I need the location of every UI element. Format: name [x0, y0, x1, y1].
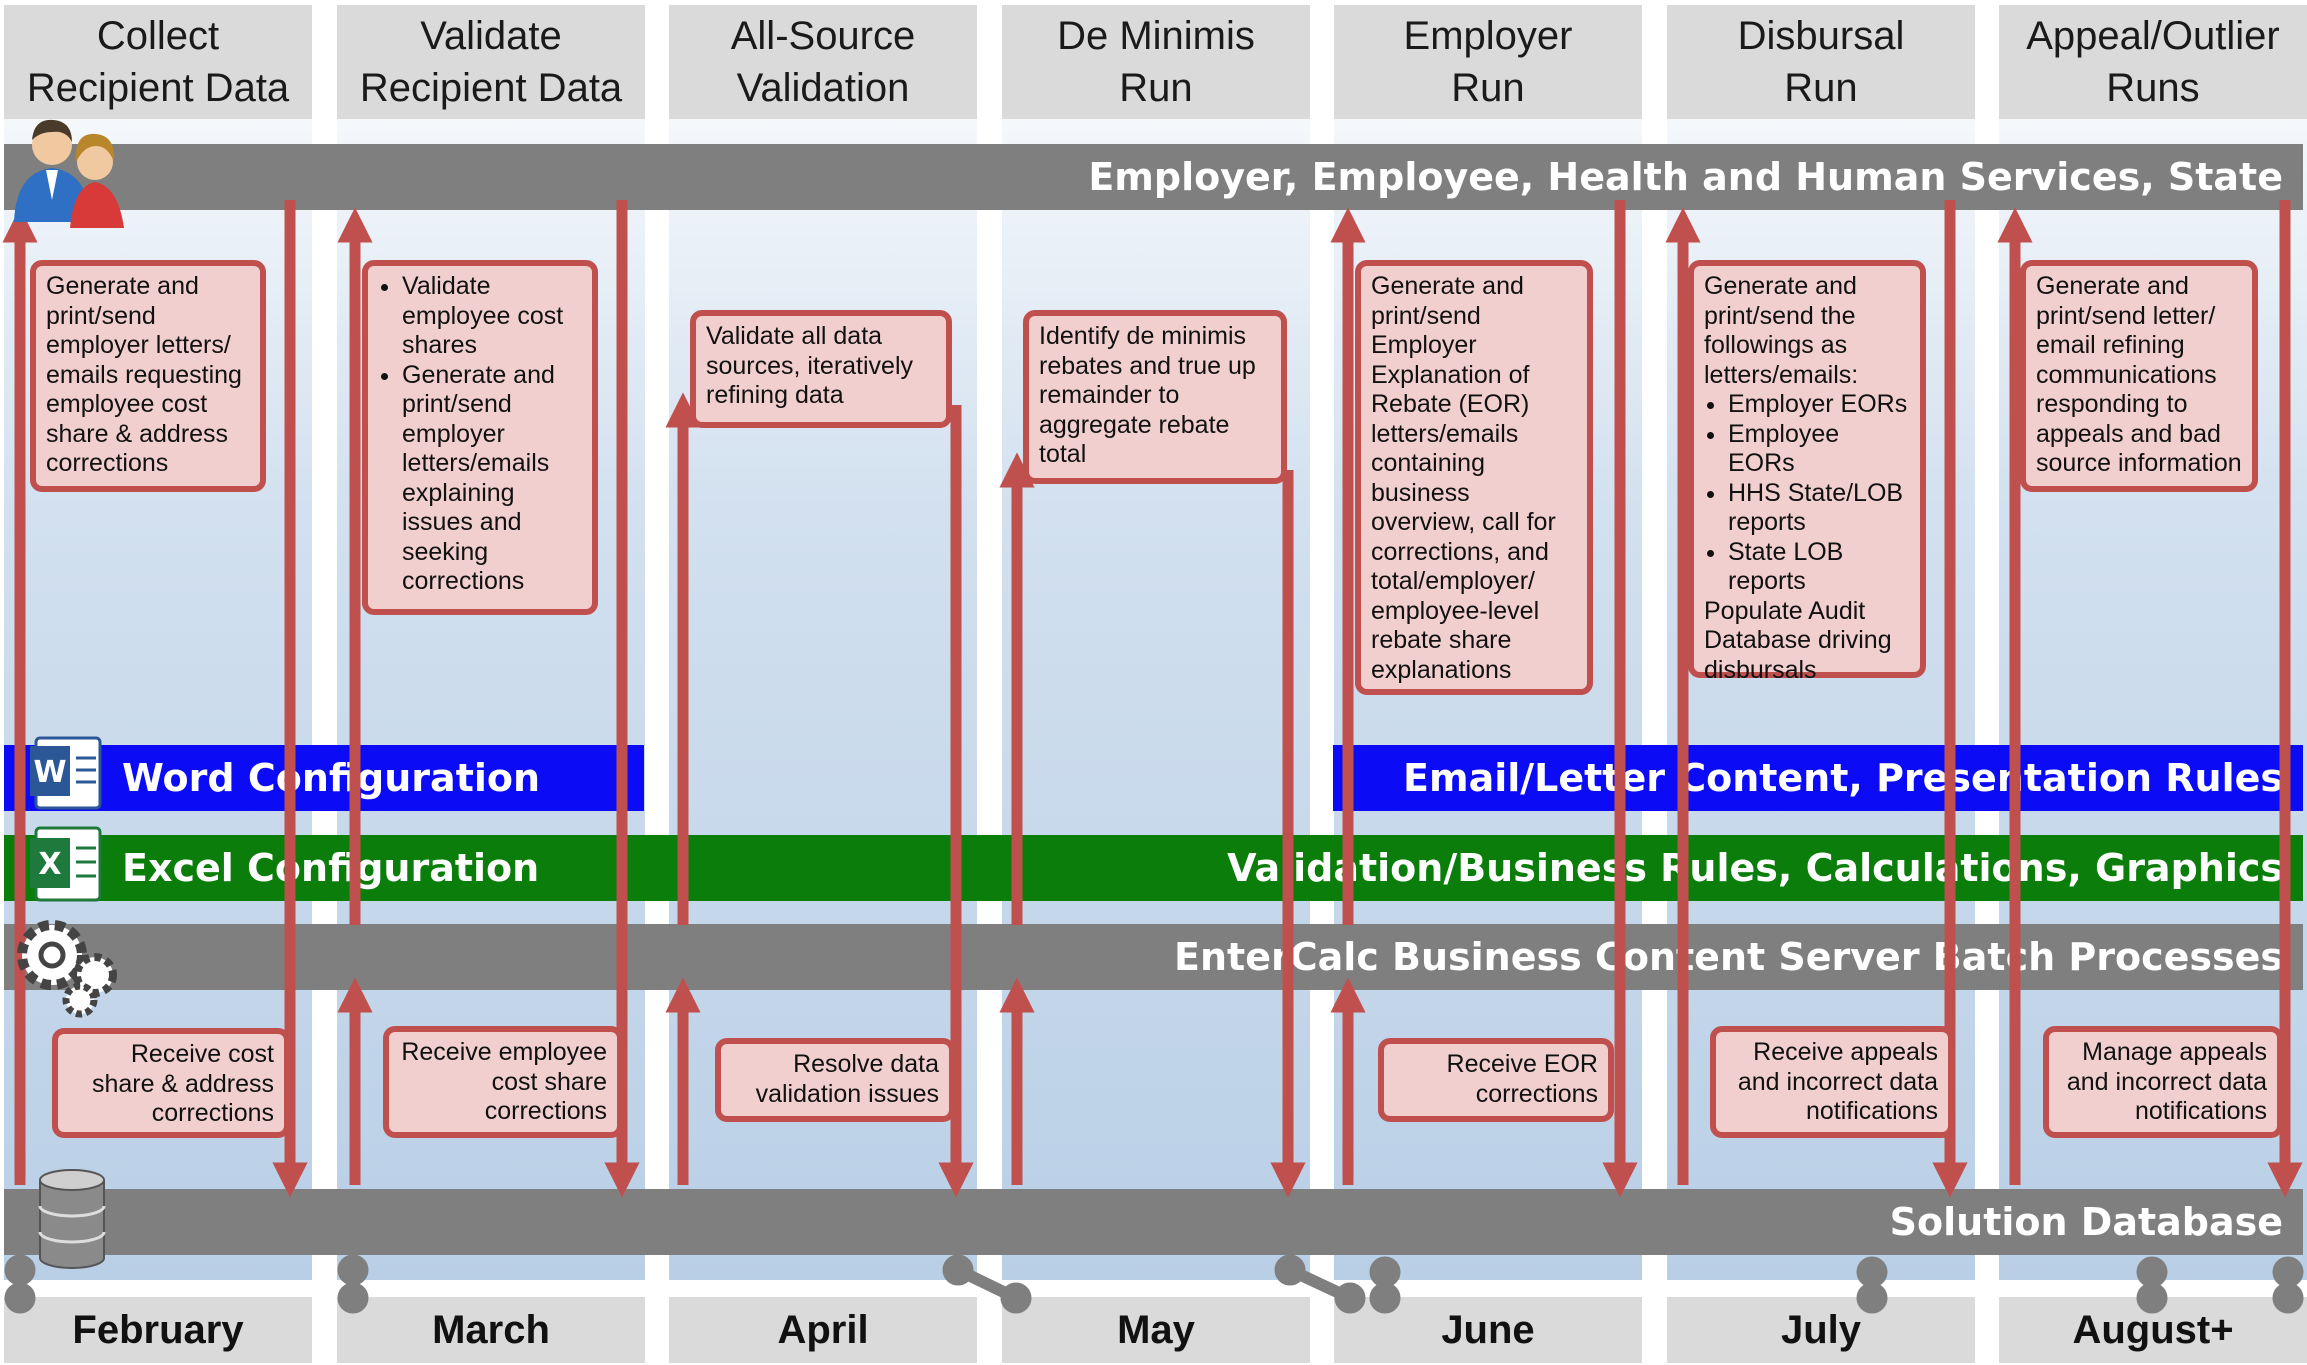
list-item: Validate employee cost shares — [402, 272, 582, 361]
employer-receive-box: Receive EOR corrections — [1378, 1038, 1614, 1122]
list-item: Generate and print/send employer letters… — [402, 361, 582, 597]
month-label: May — [1002, 1297, 1310, 1363]
collect-receive-box: Receive cost share & address corrections — [52, 1028, 290, 1138]
connector-dot — [4, 1254, 36, 1286]
phase-title-line1: De Minimis — [1057, 14, 1255, 58]
allsource-resolve-box: Resolve data validation issues — [715, 1038, 955, 1122]
phase-title-line1: Validate — [420, 14, 562, 58]
connector-dot — [1369, 1282, 1401, 1314]
disbursal-receive-box: Receive appeals and incorrect data notif… — [1710, 1026, 1954, 1138]
phase-title-line2: Run — [1119, 66, 1193, 110]
employer-action-box: Generate and print/send Employer Explana… — [1355, 260, 1593, 695]
phase-column-bg — [1002, 0, 1310, 1280]
appeal-manage-box: Manage appeals and incorrect data notifi… — [2043, 1026, 2283, 1138]
word-config-band-right: Email/Letter Content, Presentation Rules — [1333, 745, 2303, 811]
month-label: April — [669, 1297, 977, 1363]
disbursal-intro: Generate and print/send the followings a… — [1704, 272, 1859, 389]
timeline-connectors — [4, 1254, 2304, 1314]
deminimis-action-box: Identify de minimis rebates and true up … — [1023, 310, 1287, 484]
svg-text:W: W — [33, 755, 66, 790]
phase-title-line1: Disbursal — [1737, 14, 1905, 58]
list-item: State LOB reports — [1728, 538, 1910, 597]
stakeholders-band: Employer, Employee, Health and Human Ser… — [4, 144, 2303, 210]
phase-title-line1: Employer — [1403, 14, 1573, 58]
connector-dot — [337, 1282, 369, 1314]
phase-title-line2: Recipient Data — [26, 66, 290, 110]
list-item: Employee EORs — [1728, 420, 1910, 479]
appeal-action-box: Generate and print/send letter/ email re… — [2020, 260, 2258, 492]
phase-title-line1: Appeal/Outlier — [2026, 14, 2280, 58]
month-label: March — [337, 1297, 645, 1363]
month-label: February — [4, 1297, 312, 1363]
connector-dot — [1856, 1282, 1888, 1314]
disbursal-action-box: Generate and print/send the followings a… — [1688, 260, 1926, 684]
excel-config-band: Excel Configuration Validation/Business … — [4, 835, 2303, 901]
people-icon — [14, 119, 124, 228]
connector-dot — [2136, 1282, 2168, 1314]
gears-icon — [17, 920, 117, 1018]
database-label: Solution Database — [1889, 1200, 2283, 1244]
stakeholders-label: Employer, Employee, Health and Human Ser… — [1088, 155, 2283, 199]
word-config-label: Word Configuration — [122, 756, 541, 800]
excel-rules-label: Validation/Business Rules, Calculations,… — [1227, 846, 2283, 890]
validate-action-list: Validate employee cost shares Generate a… — [378, 272, 582, 597]
database-band: Solution Database — [4, 1189, 2303, 1255]
svg-text:X: X — [38, 847, 61, 882]
validate-receive-box: Receive employee cost share corrections — [383, 1026, 623, 1138]
disbursal-list: Employer EORs Employee EORs HHS State/LO… — [1704, 390, 1910, 597]
validate-action-box: Validate employee cost shares Generate a… — [362, 260, 598, 615]
word-icon: W — [30, 736, 102, 810]
phase-title-line1: All-Source — [730, 14, 916, 58]
database-icon — [38, 1169, 106, 1269]
phase-title-line2: Runs — [2106, 66, 2200, 110]
collect-action-box: Generate and print/send employer letters… — [30, 260, 266, 492]
phase-title-line2: Run — [1784, 66, 1858, 110]
connector-link — [955, 1264, 1019, 1304]
connector-dot — [2272, 1282, 2304, 1314]
excel-icon: X — [30, 826, 102, 902]
disbursal-outro: Populate Audit Database driving disbursa… — [1704, 596, 1892, 684]
phase-title-line2: Recipient Data — [359, 66, 623, 110]
allsource-action-box: Validate all data sources, iteratively r… — [690, 310, 952, 428]
list-item: Employer EORs — [1728, 390, 1910, 420]
word-config-band-left: Word Configuration — [4, 745, 644, 811]
list-item: HHS State/LOB reports — [1728, 479, 1910, 538]
server-band: EnterCalc Business Content Server Batch … — [4, 924, 2303, 990]
phase-title-line2: Run — [1451, 66, 1525, 110]
server-label: EnterCalc Business Content Server Batch … — [1174, 935, 2283, 979]
connector-link — [1287, 1264, 1353, 1304]
connector-dot — [4, 1282, 36, 1314]
connector-dot — [337, 1254, 369, 1286]
phase-title-line1: Collect — [96, 14, 220, 58]
excel-config-label: Excel Configuration — [122, 846, 540, 890]
phase-title-line2: Validation — [736, 66, 910, 110]
month-label: July — [1667, 1297, 1975, 1363]
word-rules-label: Email/Letter Content, Presentation Rules — [1403, 756, 2283, 800]
